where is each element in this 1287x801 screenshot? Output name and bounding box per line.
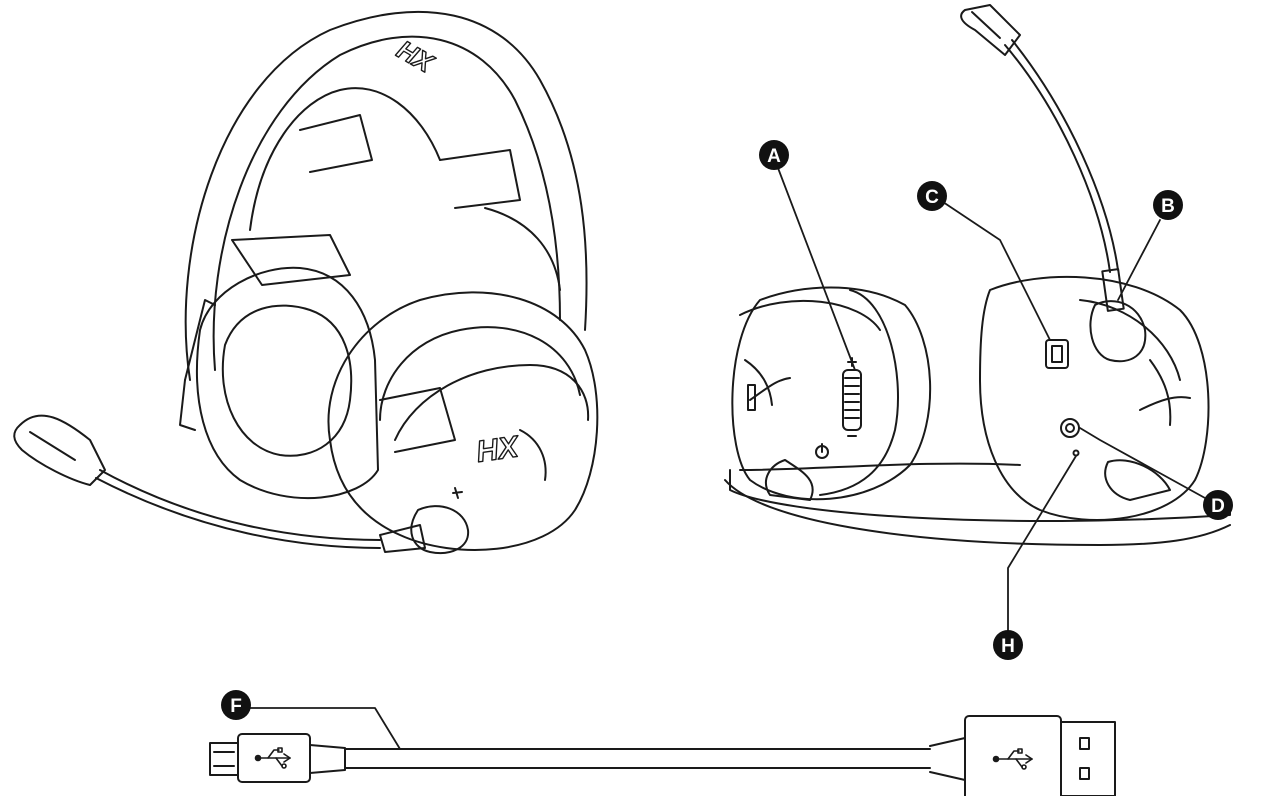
headband xyxy=(184,10,588,381)
svg-text:A: A xyxy=(767,146,781,167)
mic-mute-icon xyxy=(452,487,463,499)
mic-mount xyxy=(1089,300,1147,363)
boom-mic-capsule-rear xyxy=(960,4,1021,56)
usb-a-housing xyxy=(964,715,1062,801)
mic-connector xyxy=(410,505,470,554)
callout-d: D xyxy=(1203,490,1233,520)
volume-wheel xyxy=(842,357,862,437)
svg-text:B: B xyxy=(1161,196,1175,217)
right-ear-cup-rear xyxy=(979,275,1210,521)
left-ear-cup xyxy=(195,266,379,500)
callout-f: F xyxy=(221,690,251,720)
left-ear-cup-rear xyxy=(731,286,932,501)
leader-lines xyxy=(249,167,1206,750)
audio-jack xyxy=(1060,418,1080,438)
callout-h: H xyxy=(993,630,1023,660)
earcup-logo: HX xyxy=(474,430,522,469)
callout-a: A xyxy=(759,140,789,170)
svg-text:F: F xyxy=(230,696,242,717)
headset-front-view: HX HX xyxy=(13,10,599,554)
callout-c: C xyxy=(917,181,947,211)
usb-cable xyxy=(209,715,1116,801)
usb-port xyxy=(1045,339,1069,369)
headset-rear-view xyxy=(724,4,1231,546)
status-led xyxy=(1072,449,1080,457)
power-icon xyxy=(815,443,829,459)
usb-symbol-icon xyxy=(992,748,1033,770)
usb-a-plug xyxy=(1060,721,1116,797)
svg-text:C: C xyxy=(925,187,939,208)
headband-logo: HX xyxy=(392,34,440,79)
micro-usb-housing xyxy=(237,733,311,783)
right-ear-cup xyxy=(327,291,599,551)
svg-text:H: H xyxy=(1001,636,1015,657)
callout-b: B xyxy=(1153,190,1183,220)
boom-mic-capsule xyxy=(13,414,106,486)
micro-usb-tip xyxy=(209,742,239,776)
svg-text:D: D xyxy=(1211,496,1225,517)
headband-base xyxy=(724,479,1231,546)
boom-mic-arm-rear xyxy=(1004,44,1111,273)
usb-symbol-icon xyxy=(254,747,291,769)
boom-mic-arm xyxy=(99,469,381,541)
